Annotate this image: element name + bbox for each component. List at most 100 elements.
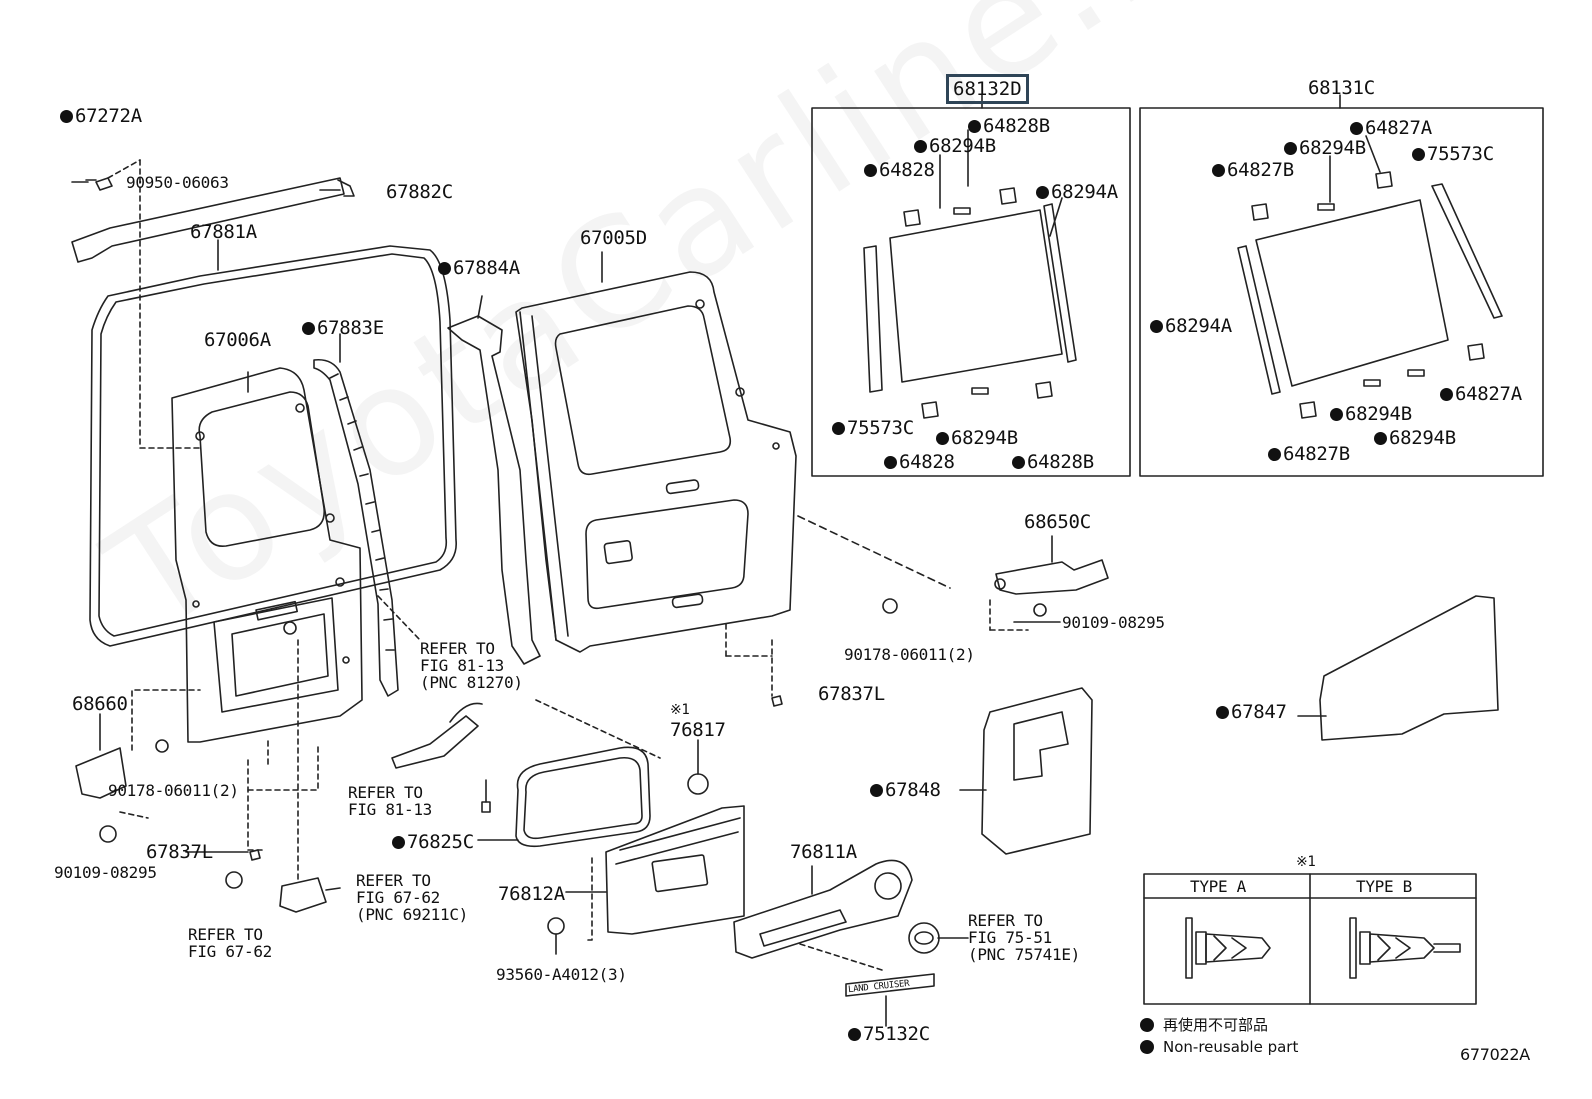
legend-english: Non-reusable part: [1140, 1038, 1298, 1056]
group-box-68132D: [811, 107, 1131, 477]
pad-67847: [1319, 595, 1499, 741]
label-75573C-left[interactable]: 75573C: [832, 418, 914, 438]
non-reusable-dot: [302, 322, 315, 335]
non-reusable-dot: [1150, 320, 1163, 333]
non-reusable-dot: [1330, 408, 1343, 421]
non-reusable-dot: [1412, 148, 1425, 161]
label-64828-bottom[interactable]: 64828: [884, 452, 955, 472]
moulding-67882C: [71, 177, 345, 263]
run-68294A-b: [1237, 245, 1281, 395]
label-67837L-left[interactable]: 67837L: [146, 841, 213, 863]
legend-japanese: 再使用不可部品: [1140, 1014, 1268, 1035]
lower-opening: [585, 499, 749, 610]
label-67005D[interactable]: 67005D: [580, 227, 647, 249]
label-67848[interactable]: 67848: [870, 780, 941, 800]
label-67272A[interactable]: 67272A: [60, 106, 142, 126]
label-90109-08295-right[interactable]: 90109-08295: [1062, 613, 1165, 632]
label-67881A[interactable]: 67881A: [190, 221, 257, 243]
non-reusable-dot: [870, 784, 883, 797]
non-reusable-dot: [1374, 432, 1387, 445]
non-reusable-dot: [60, 110, 73, 123]
label-64828B-bottom[interactable]: 64828B: [1012, 452, 1094, 472]
label-68294B-right-top[interactable]: 68294B: [1284, 138, 1366, 158]
label-64828-top[interactable]: 64828: [864, 160, 935, 180]
label-64827A-bottom[interactable]: 64827A: [1440, 384, 1522, 404]
channel-75573C-b: [1431, 183, 1503, 319]
non-reusable-dot: [1012, 456, 1025, 469]
label-90109-08295-left[interactable]: 90109-08295: [54, 863, 157, 882]
clip-67837L-a: [771, 695, 783, 707]
legend-dot: [1140, 1040, 1154, 1054]
type-a-header: TYPE A: [1190, 877, 1246, 896]
non-reusable-dot: [968, 120, 981, 133]
non-reusable-dot: [1212, 164, 1225, 177]
channel-75573C-a: [863, 245, 883, 393]
label-67883E[interactable]: 67883E: [302, 318, 384, 338]
label-67847[interactable]: 67847: [1216, 702, 1287, 722]
glass-68132D: [889, 209, 1063, 383]
inner-panel: [213, 597, 339, 713]
non-reusable-dot: [848, 1028, 861, 1041]
non-reusable-dot: [1284, 142, 1297, 155]
label-75573C-right[interactable]: 75573C: [1412, 144, 1494, 164]
label-68131C[interactable]: 68131C: [1308, 77, 1375, 99]
label-93560-A4012[interactable]: 93560-A4012(3): [496, 965, 627, 984]
clip-67272A: [95, 177, 113, 191]
type-b-header: TYPE B: [1356, 877, 1412, 896]
non-reusable-dot: [1216, 706, 1229, 719]
glass-68131C: [1255, 199, 1449, 387]
label-90950-06063[interactable]: 90950-06063: [126, 173, 229, 192]
label-67884A[interactable]: 67884A: [438, 258, 520, 278]
non-reusable-dot: [1350, 122, 1363, 135]
garnish-76811A: [733, 859, 913, 959]
label-76825C[interactable]: 76825C: [392, 832, 474, 852]
highlighted-code-68132D[interactable]: 68132D: [946, 74, 1029, 104]
non-reusable-dot: [1036, 186, 1049, 199]
non-reusable-dot: [1440, 388, 1453, 401]
clip-type-a: [1185, 917, 1271, 979]
label-68294B-top[interactable]: 68294B: [914, 136, 996, 156]
label-76811A[interactable]: 76811A: [790, 841, 857, 863]
label-64828B-top[interactable]: 64828B: [968, 116, 1050, 136]
run-68294A-a: [1043, 203, 1077, 363]
label-68294A-right[interactable]: 68294A: [1150, 316, 1232, 336]
label-68294B-bottom-left[interactable]: 68294B: [936, 428, 1018, 448]
label-90178-06011-right[interactable]: 90178-06011(2): [844, 645, 975, 664]
clip-67837L-b: [249, 849, 261, 861]
wire-harness: [391, 715, 479, 769]
group-box-68131C: [1139, 107, 1544, 477]
label-64827B-top[interactable]: 64827B: [1212, 160, 1294, 180]
label-67882C[interactable]: 67882C: [386, 181, 453, 203]
stay-68650C: [995, 559, 1109, 595]
label-90178-06011-left[interactable]: 90178-06011(2): [108, 781, 239, 800]
label-75132C[interactable]: 75132C: [848, 1024, 930, 1044]
label-68294A-left[interactable]: 68294A: [1036, 182, 1118, 202]
non-reusable-dot: [884, 456, 897, 469]
legend-dot: [1140, 1018, 1154, 1032]
label-68294B-right-mid[interactable]: 68294B: [1330, 404, 1412, 424]
label-64827B-bottom[interactable]: 64827B: [1268, 444, 1350, 464]
label-68660[interactable]: 68660: [72, 693, 128, 715]
seal-76825C: [515, 746, 651, 848]
label-64827A-top[interactable]: 64827A: [1350, 118, 1432, 138]
label-76812A[interactable]: 76812A: [498, 883, 565, 905]
label-68294B-right-low[interactable]: 68294B: [1374, 428, 1456, 448]
trim-76812A: [605, 805, 745, 935]
seal-67883E: [313, 358, 399, 697]
window-opening: [198, 391, 326, 548]
upper-window: [554, 305, 732, 476]
label-76817[interactable]: 76817: [670, 719, 726, 741]
label-67837L-right[interactable]: 67837L: [818, 683, 885, 705]
table-mark: ※1: [1296, 854, 1316, 870]
label-67006A[interactable]: 67006A: [204, 329, 271, 351]
label-68650C[interactable]: 68650C: [1024, 511, 1091, 533]
cap-76817: [687, 773, 709, 795]
non-reusable-dot: [914, 140, 927, 153]
